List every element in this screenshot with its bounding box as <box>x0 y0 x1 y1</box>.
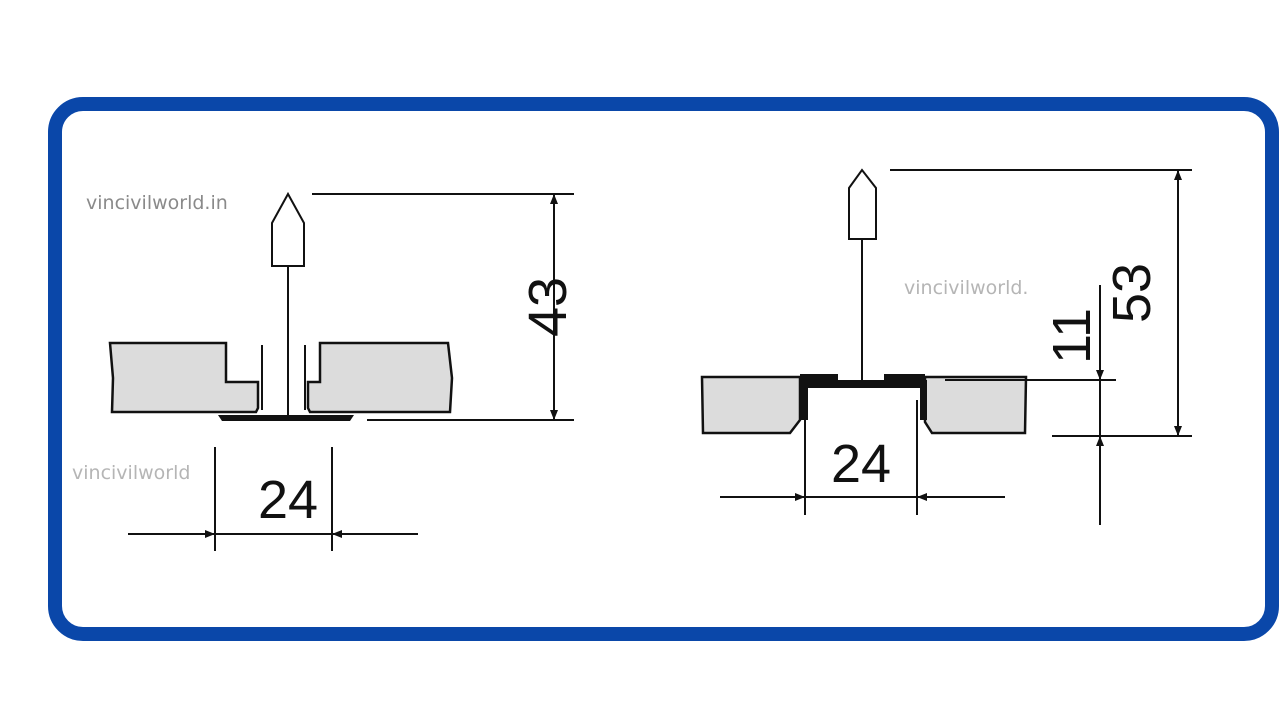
left-tile <box>700 375 802 435</box>
right-tile <box>923 375 1028 435</box>
height-dim-label: 43 <box>518 277 578 337</box>
width-dim-label: 24 <box>258 470 318 530</box>
flange-dim-label: 11 <box>1042 308 1102 364</box>
hanger-head <box>271 191 305 267</box>
height-dim-label: 53 <box>1102 263 1162 323</box>
frame-border <box>48 97 1279 641</box>
right-profile-drawing: 53 11 24 <box>700 168 1192 525</box>
watermark: vincivilworld.in <box>86 192 228 214</box>
tee-flange <box>218 415 354 421</box>
left-tile <box>108 341 260 414</box>
width-dim-label: 24 <box>831 434 891 494</box>
hanger-head <box>848 168 877 240</box>
watermark: vincivilworld. <box>904 277 1028 299</box>
channel-profile <box>800 374 927 420</box>
watermark: vincivilworld <box>72 462 190 484</box>
left-profile-drawing: 43 24 <box>108 191 578 551</box>
right-tile <box>306 341 454 414</box>
